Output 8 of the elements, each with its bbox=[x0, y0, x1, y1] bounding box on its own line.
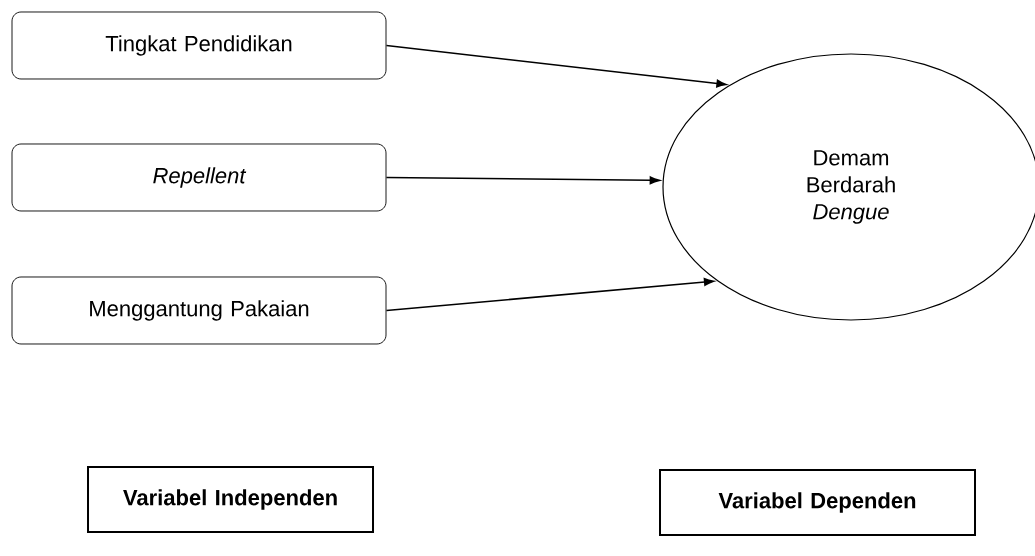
category-box: Variabel Independen bbox=[87, 466, 374, 533]
arrow bbox=[385, 44, 727, 88]
variable-box: Menggantung Pakaian bbox=[11, 276, 387, 345]
arrow bbox=[385, 176, 660, 185]
variable-box: Repellent bbox=[11, 143, 387, 212]
variable-box: Tingkat Pendidikan bbox=[11, 11, 387, 80]
category-box: Variabel Dependen bbox=[659, 469, 976, 536]
arrow bbox=[385, 278, 715, 312]
